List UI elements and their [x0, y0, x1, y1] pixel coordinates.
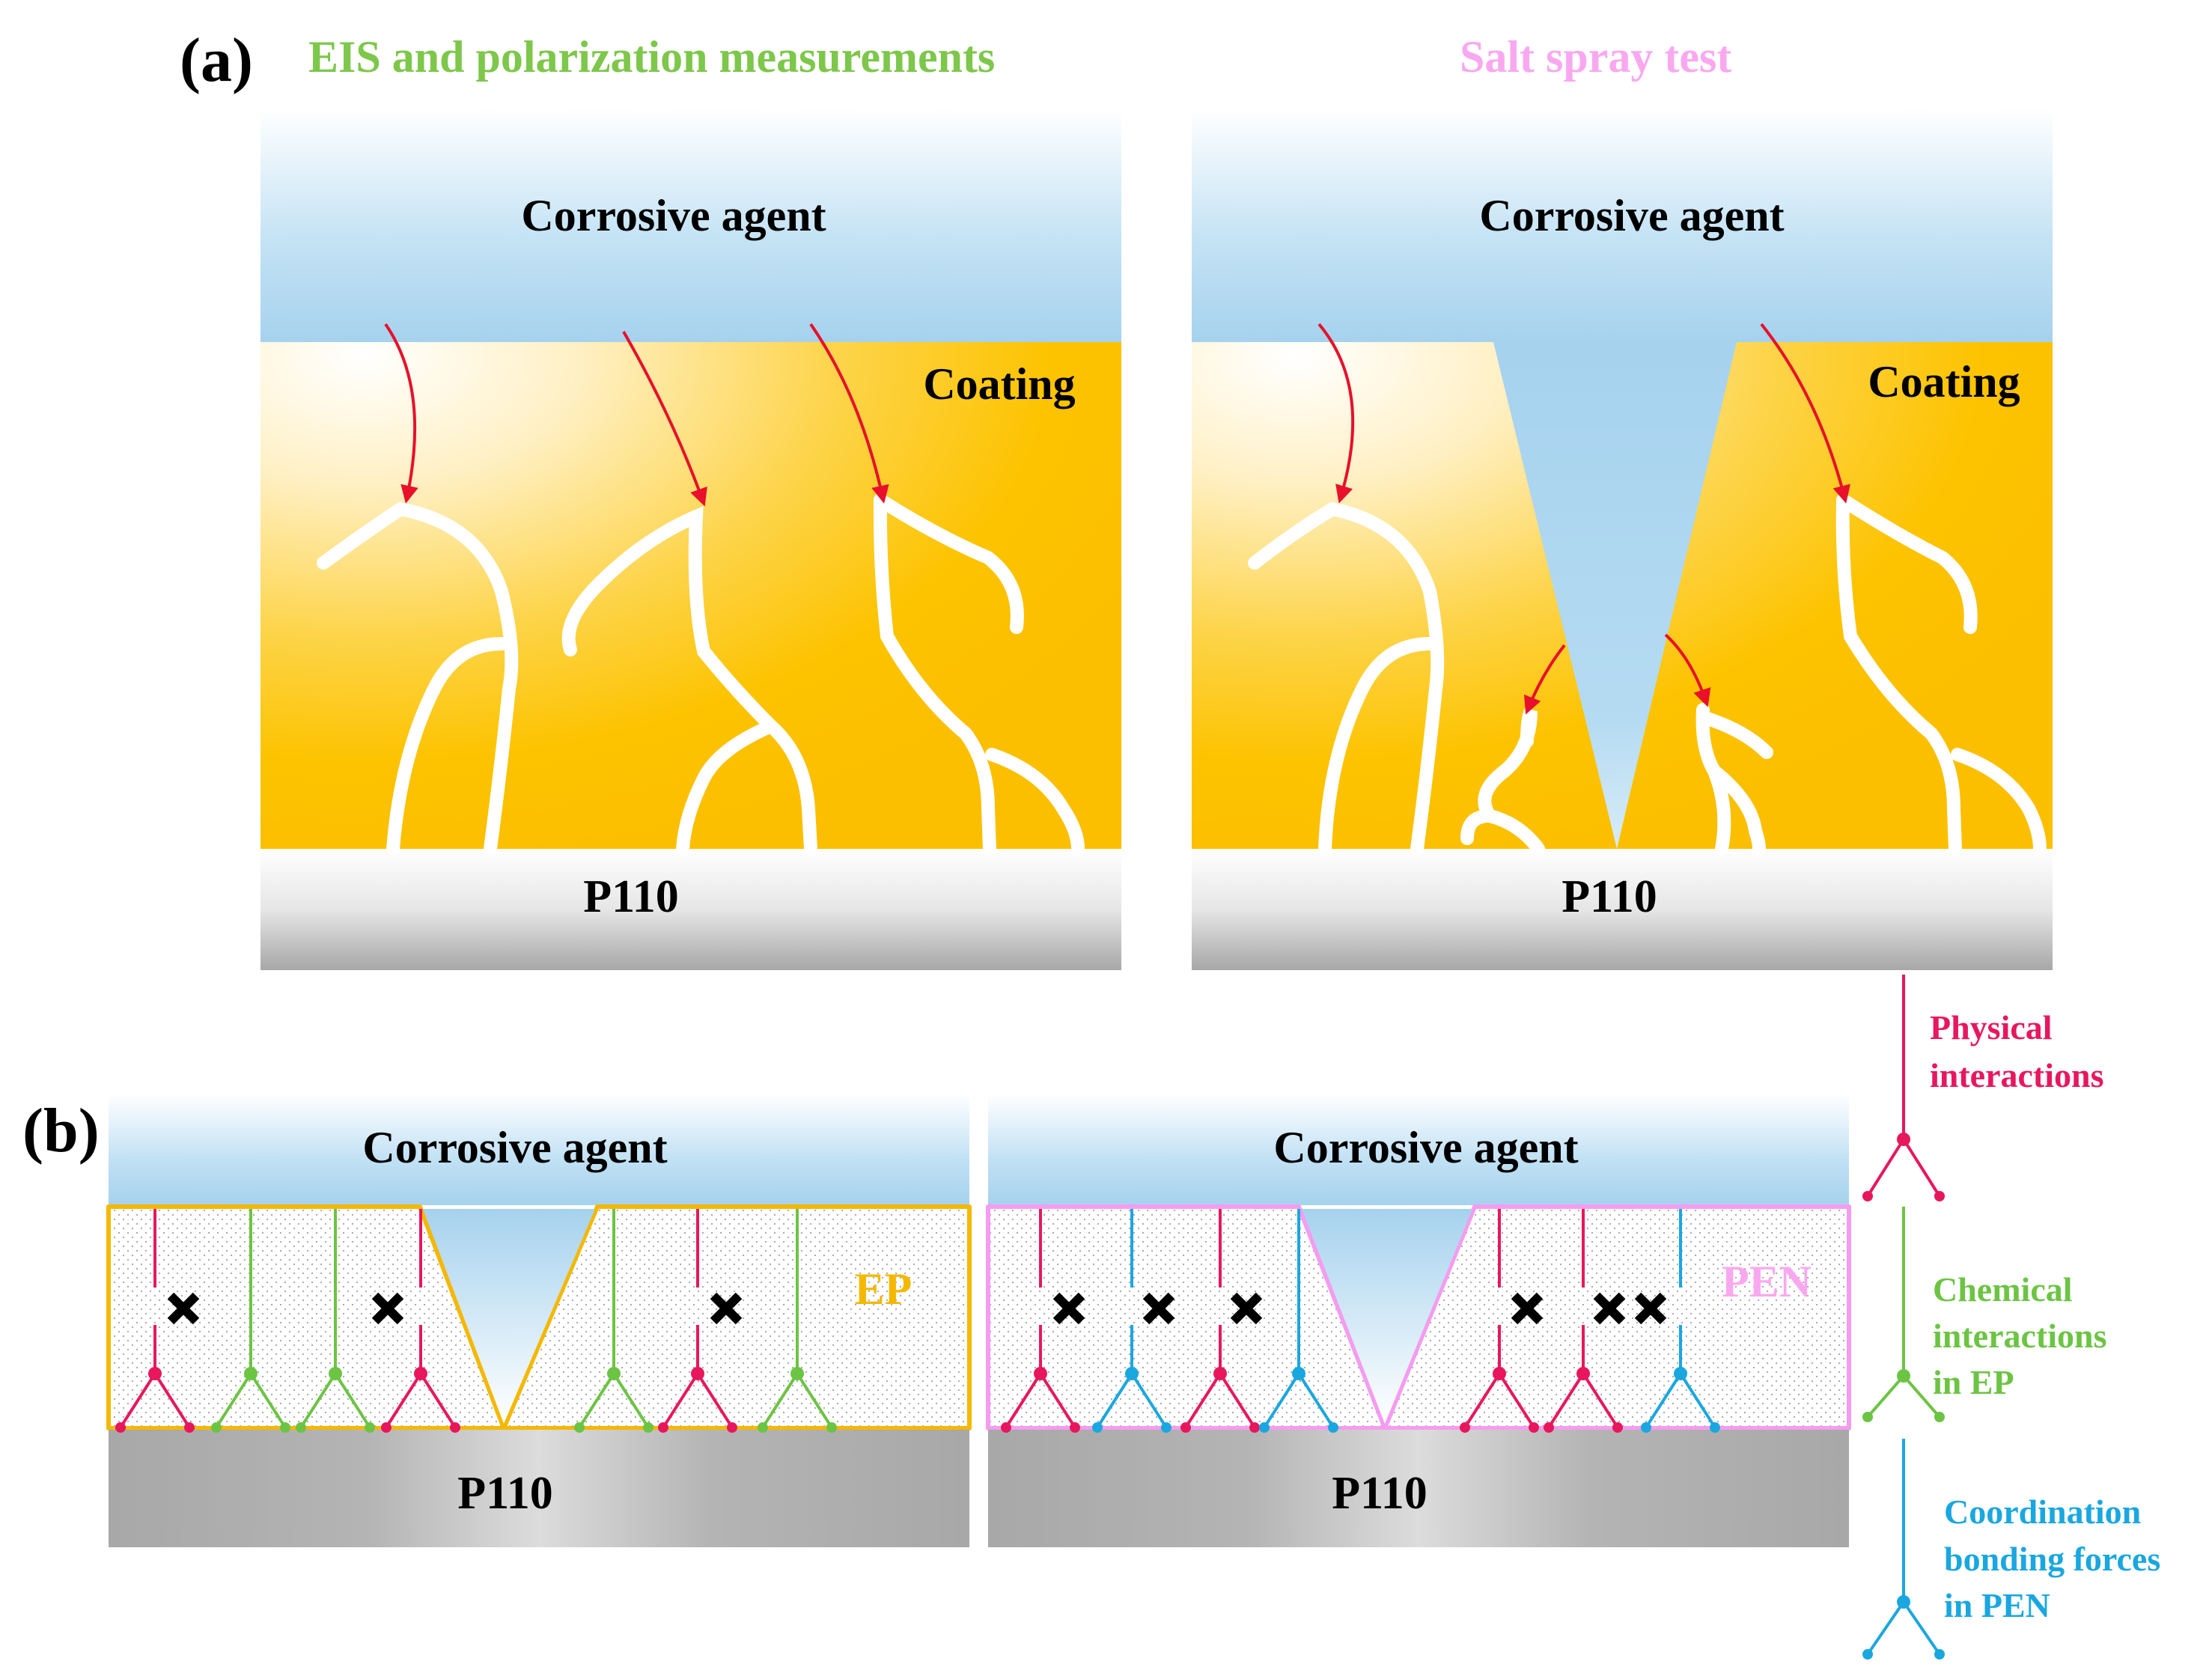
ep-label: EP	[855, 1264, 912, 1314]
corrosive-label: Corrosive agent	[521, 191, 826, 240]
corrosive-layer	[1192, 109, 2053, 342]
crack-network	[317, 493, 1085, 856]
physical-bond	[1544, 1209, 1623, 1433]
panel-b-left: Corrosive agent EP P110	[106, 1094, 972, 1547]
bond-broken-icon	[1142, 1292, 1175, 1325]
corrosive-layer	[260, 109, 1121, 342]
bond-broken-icon	[1052, 1292, 1085, 1325]
chemical-bond	[211, 1209, 290, 1433]
coordination-bond	[1259, 1209, 1338, 1433]
ep-coating	[106, 1204, 972, 1430]
bond-broken-icon	[167, 1292, 200, 1325]
diffusion-arrows	[384, 323, 889, 507]
physical-bond	[658, 1209, 737, 1433]
bond-broken-icon	[371, 1292, 404, 1325]
legend-coordination-line2: bonding forces	[1944, 1540, 2160, 1578]
crack-network	[1248, 493, 2047, 856]
physical-bond	[115, 1209, 195, 1433]
chemical-bond	[1862, 1207, 1945, 1422]
substrate-layer	[988, 1430, 1849, 1547]
corrosive-layer	[988, 1094, 1849, 1205]
coordination-bond	[1862, 1439, 1945, 1660]
substrate-layer	[1192, 849, 2053, 970]
physical-bond	[1862, 975, 1945, 1201]
coordination-bond	[1092, 1209, 1171, 1433]
legend-physical-line2: interactions	[1930, 1056, 2104, 1094]
panel-b-right: Corrosive agent PEN P110	[986, 1094, 1851, 1547]
substrate-layer	[109, 1430, 969, 1547]
bond-broken-icon	[1230, 1292, 1263, 1325]
legend-chemical-line2: interactions	[1933, 1317, 2107, 1355]
panel-a-label: (a)	[180, 25, 253, 95]
substrate-label: P110	[1332, 1468, 1427, 1519]
corrosive-label: Corrosive agent	[1479, 191, 1784, 240]
substrate-label: P110	[457, 1468, 552, 1519]
chemical-bond	[574, 1209, 653, 1433]
panel-a-right: Corrosive agent Coating P110	[1192, 109, 2053, 970]
corrosive-layer	[109, 1094, 969, 1205]
legend: Physical interactions Chemical interacti…	[1862, 975, 2160, 1660]
physical-bond	[1460, 1209, 1539, 1433]
corrosive-label: Corrosive agent	[1273, 1123, 1578, 1172]
substrate-layer	[260, 849, 1121, 970]
interaction-bonds	[115, 1209, 1720, 1433]
coating-label: Coating	[1868, 357, 2020, 406]
physical-bond	[1180, 1209, 1260, 1433]
substrate-label: P110	[1561, 871, 1657, 922]
legend-chemical-line1: Chemical	[1933, 1270, 2073, 1308]
pen-label: PEN	[1722, 1257, 1812, 1306]
diffusion-arrows	[1317, 323, 1850, 715]
coating-label: Coating	[923, 359, 1075, 409]
coating-defect	[423, 1209, 595, 1424]
panel-a-left-heading: EIS and polarization measurements	[308, 32, 995, 82]
chemical-bond	[758, 1209, 837, 1433]
bond-broken-icon	[1634, 1292, 1667, 1325]
coordination-bond	[1641, 1209, 1720, 1433]
corrosion-pit	[1493, 342, 1737, 849]
corrosive-label: Corrosive agent	[362, 1123, 667, 1172]
panel-a-right-heading: Salt spray test	[1460, 32, 1731, 82]
panel-a-left: Corrosive agent Coating P110	[260, 109, 1121, 970]
legend-chemical-line3: in EP	[1933, 1363, 2014, 1401]
legend-physical-line1: Physical	[1930, 1008, 2053, 1046]
panel-b-label: (b)	[22, 1096, 100, 1165]
substrate-label: P110	[583, 871, 678, 922]
legend-coordination-line1: Coordination	[1944, 1493, 2141, 1531]
bond-broken-icon	[1511, 1292, 1544, 1325]
pen-coating	[986, 1204, 1851, 1430]
chemical-bond	[296, 1209, 375, 1433]
legend-coordination-line3: in PEN	[1944, 1586, 2050, 1624]
legend-glyphs	[1862, 975, 1945, 1660]
bond-broken-icon	[710, 1292, 743, 1325]
physical-bond	[1001, 1209, 1080, 1433]
bond-broken-icon	[1593, 1292, 1626, 1325]
coating-defect	[1302, 1209, 1472, 1424]
physical-bond	[381, 1209, 460, 1433]
